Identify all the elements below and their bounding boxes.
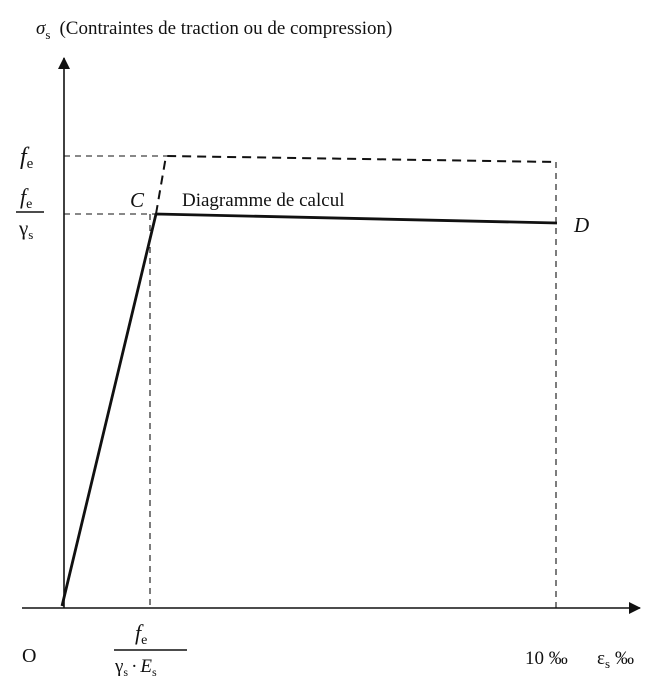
dashed-guides (64, 155, 557, 608)
yield-strain-numerator-symbol: f (135, 620, 144, 645)
design-stress-label: fe γs (16, 184, 44, 242)
design-stress-numerator-symbol: f (20, 184, 29, 209)
x-axis-title: εs ‰ (597, 648, 634, 671)
design-stress-numerator: fe (20, 184, 32, 212)
x-axis-unit: ‰ (615, 648, 634, 669)
yield-strain-gamma-subscript: s (123, 665, 128, 679)
sigma-symbol: σ (36, 18, 46, 39)
design-stress-denominator: γs (18, 216, 33, 242)
yield-strain-dot: · (131, 656, 137, 677)
yield-strain-numerator: fe (135, 620, 147, 648)
yield-strain-label: fe γs·Es (114, 620, 187, 679)
yield-strain-E: E (139, 656, 152, 677)
design-stress-numerator-subscript: e (26, 197, 32, 212)
yield-strain-numerator-subscript: e (141, 633, 147, 648)
epsilon-subscript: s (605, 656, 610, 671)
characteristic-curve (155, 154, 557, 215)
yield-strain-denominator: γs·Es (114, 656, 157, 679)
point-c-label: C (130, 188, 145, 212)
fe-label: fe (20, 144, 34, 172)
fe-subscript: e (27, 156, 34, 172)
yield-strain-E-subscript: s (152, 665, 157, 679)
origin-label: O (22, 645, 36, 667)
ultimate-strain-label: 10 ‰ (525, 648, 568, 669)
design-stress-denominator-symbol: γ (18, 216, 28, 240)
design-stress-denominator-subscript: s (28, 227, 33, 242)
y-axis-title: σs (Contraintes de traction ou de compres… (36, 18, 392, 42)
yield-strain-gamma: γ (114, 656, 123, 677)
epsilon-symbol: ε (597, 648, 605, 669)
point-d-label: D (573, 213, 589, 237)
design-curve-label: Diagramme de calcul (182, 190, 344, 211)
sigma-subscript: s (45, 27, 50, 42)
fe-symbol: f (20, 144, 30, 170)
design-curve (60, 212, 558, 607)
y-axis-caption: (Contraintes de traction ou de compressi… (59, 18, 392, 39)
